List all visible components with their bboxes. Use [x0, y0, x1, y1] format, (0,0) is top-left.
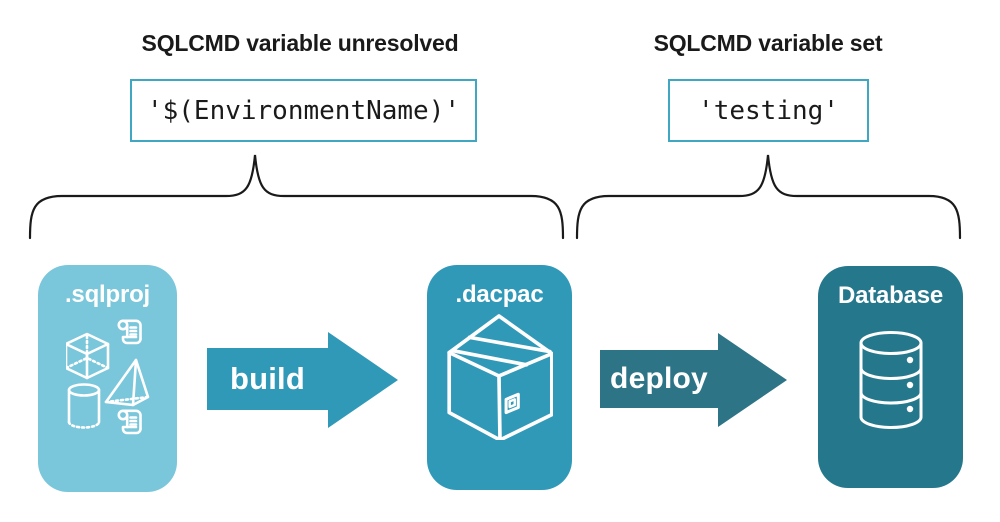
- code-value-unresolved: '$(EnvironmentName)': [146, 95, 461, 126]
- braces-layer: [28, 154, 962, 240]
- node-sqlproj: .sqlproj: [38, 265, 177, 492]
- heading-unresolved: SQLCMD variable unresolved: [141, 30, 459, 56]
- build-arrow-shape: [207, 332, 398, 428]
- code-box-unresolved: '$(EnvironmentName)': [130, 79, 477, 142]
- build-arrow: [207, 332, 398, 428]
- right-brace: [575, 154, 962, 240]
- left-brace: [28, 154, 565, 240]
- package-box-icon: [446, 314, 553, 441]
- code-box-set: 'testing': [668, 79, 869, 142]
- node-dacpac-label: .dacpac: [455, 281, 544, 308]
- node-database-label: Database: [837, 282, 944, 309]
- sql-project-contents-icon: [65, 319, 149, 435]
- node-dacpac: .dacpac: [427, 265, 572, 490]
- code-value-set: 'testing': [698, 95, 839, 126]
- build-arrow-label: build: [229, 361, 306, 396]
- deploy-arrow: [600, 333, 787, 427]
- database-cylinder-icon: [859, 331, 922, 430]
- deploy-arrow-shape: [600, 333, 787, 427]
- deploy-arrow-label: deploy: [610, 362, 708, 395]
- node-sqlproj-label: .sqlproj: [64, 281, 151, 308]
- heading-set: SQLCMD variable set: [653, 30, 883, 56]
- node-database: Database: [818, 266, 963, 488]
